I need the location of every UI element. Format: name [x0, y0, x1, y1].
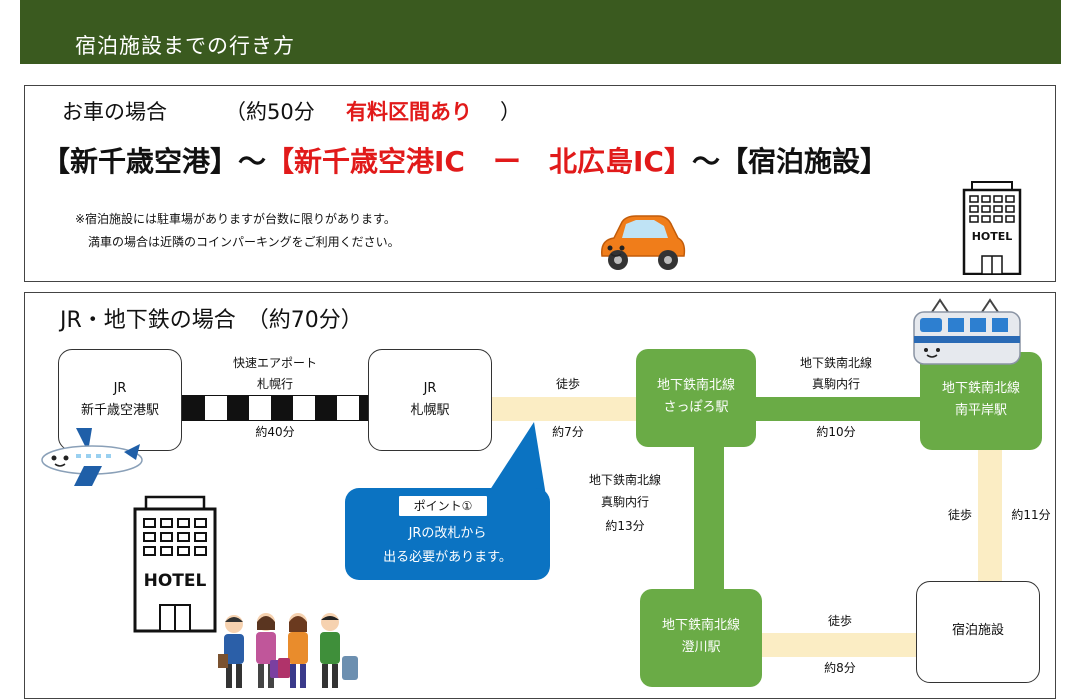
callout-line-1: JRの改札から: [408, 526, 487, 541]
car-section-title: お車の場合: [62, 100, 167, 124]
route-highway: 【新千歳空港IC ー 北広島IC】: [266, 145, 692, 178]
subway-connector-1: [756, 397, 922, 421]
subway1-destination: 真駒内行: [811, 377, 860, 391]
station-sumikawa: 地下鉄南北線 澄川駅: [640, 589, 762, 687]
hotel-icon: [962, 181, 1022, 276]
train-icon: [913, 298, 1021, 365]
destination-hotel: 宿泊施設: [916, 581, 1040, 683]
station-name: 札幌駅: [410, 403, 450, 418]
subway1-line: 地下鉄南北線: [799, 356, 872, 370]
station-name: さっぽろ駅: [663, 400, 729, 415]
car-panel: [24, 85, 1056, 282]
station-line: JR: [423, 381, 437, 396]
route-end: ～【宿泊施設】: [691, 145, 888, 178]
subway2-time: 約13分: [605, 519, 645, 533]
walk-connector-2: [978, 450, 1002, 581]
hotel-sign-large: HOTEL: [143, 571, 207, 591]
car-toll-note: 有料区間あり: [346, 100, 472, 124]
walk1-time: 約7分: [552, 425, 584, 439]
transit-section-title: JR・地下鉄の場合 （約70分）: [60, 308, 363, 333]
rail-time: 約40分: [255, 425, 295, 439]
station-name: 新千歳空港駅: [80, 403, 159, 418]
parking-note-1: ※宿泊施設には駐車場がありますが台数に限りがあります。: [75, 212, 396, 226]
parking-note-2: 満車の場合は近隣のコインパーキングをご利用ください。: [88, 235, 400, 249]
hotel-icon: [133, 495, 217, 633]
station-line: 地下鉄南北線: [661, 618, 740, 633]
station-sapporo-subway: 地下鉄南北線 さっぽろ駅: [636, 349, 756, 447]
header-bar: [20, 0, 1061, 64]
hotel-building-large: HOTEL: [132, 495, 218, 633]
subway-connector-2: [694, 447, 724, 589]
airplane-icon: [41, 428, 143, 486]
station-name: 南平岸駅: [954, 403, 1007, 418]
hotel-sign-small: HOTEL: [971, 230, 1013, 243]
car-icon: [601, 215, 686, 270]
travelers-icon: [218, 613, 358, 688]
rail-destination: 札幌行: [256, 377, 293, 391]
station-line: JR: [113, 381, 127, 396]
walk-connector-1: [492, 397, 636, 421]
station-name: 澄川駅: [681, 640, 721, 655]
station-line: 地下鉄南北線: [941, 381, 1020, 396]
subway2-line: 地下鉄南北線: [588, 473, 661, 487]
page-title: 宿泊施設までの行き方: [75, 34, 295, 58]
walk2-time: 約11分: [1011, 508, 1051, 522]
car-time-close: ）: [500, 100, 521, 124]
station-minami-hiragishi: 地下鉄南北線 南平岸駅: [920, 352, 1042, 450]
route-start: 【新千歳空港】～: [42, 145, 267, 178]
hotel-building-small: HOTEL: [962, 180, 1022, 276]
car-route: 【新千歳空港】～【新千歳空港IC ー 北広島IC】～【宿泊施設】: [42, 140, 888, 180]
callout-pointer: [486, 422, 546, 496]
car-time: （約50分: [225, 100, 315, 124]
rail-line-name: 快速エアポート: [232, 356, 317, 370]
rail-connector: [182, 395, 368, 421]
subway2-destination: 真駒内行: [600, 495, 649, 509]
point-tag: ポイント①: [398, 495, 488, 517]
walk-connector-3: [762, 633, 916, 657]
walk1-label: 徒歩: [555, 377, 580, 391]
station-line: 地下鉄南北線: [656, 378, 735, 393]
station-sapporo-jr: JR 札幌駅: [368, 349, 492, 451]
walk3-label: 徒歩: [827, 614, 852, 628]
walk2-label: 徒歩: [947, 508, 972, 522]
callout-line-2: 出る必要があります。: [383, 550, 512, 565]
destination-name: 宿泊施設: [951, 623, 1004, 638]
walk3-time: 約8分: [824, 661, 856, 675]
subway1-time: 約10分: [816, 425, 856, 439]
